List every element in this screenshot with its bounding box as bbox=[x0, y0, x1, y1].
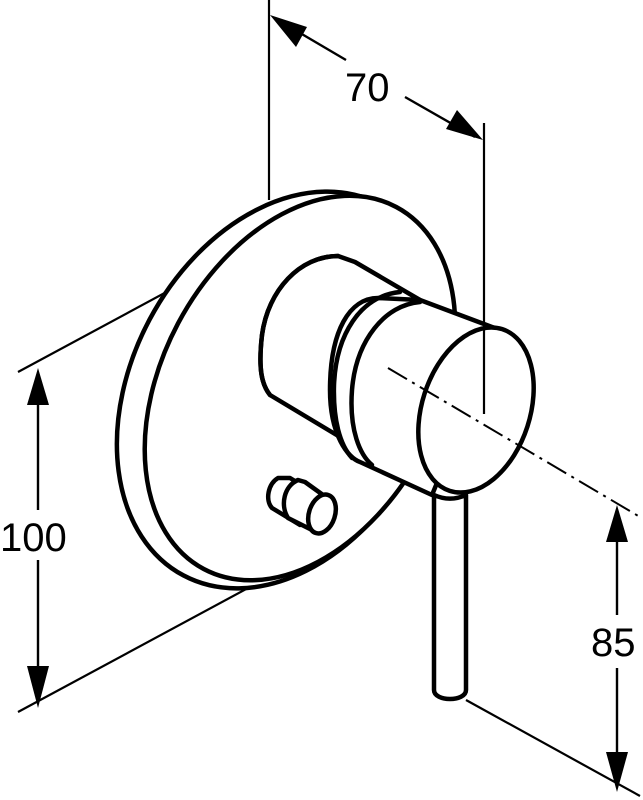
dimension-depth: 70 bbox=[270, 15, 483, 140]
lever-extension-bottom bbox=[465, 699, 641, 797]
dimension-rosette-diameter: 100 bbox=[0, 368, 67, 708]
lever bbox=[431, 492, 469, 702]
handle-cylinder bbox=[327, 289, 536, 498]
center-axis bbox=[387, 367, 641, 518]
lever-height-value: 85 bbox=[591, 621, 636, 665]
rosette-diameter-value: 100 bbox=[0, 516, 67, 560]
dimension-lever-height: 85 bbox=[591, 505, 636, 792]
diverter-knob bbox=[265, 475, 339, 536]
depth-value: 70 bbox=[345, 66, 390, 110]
